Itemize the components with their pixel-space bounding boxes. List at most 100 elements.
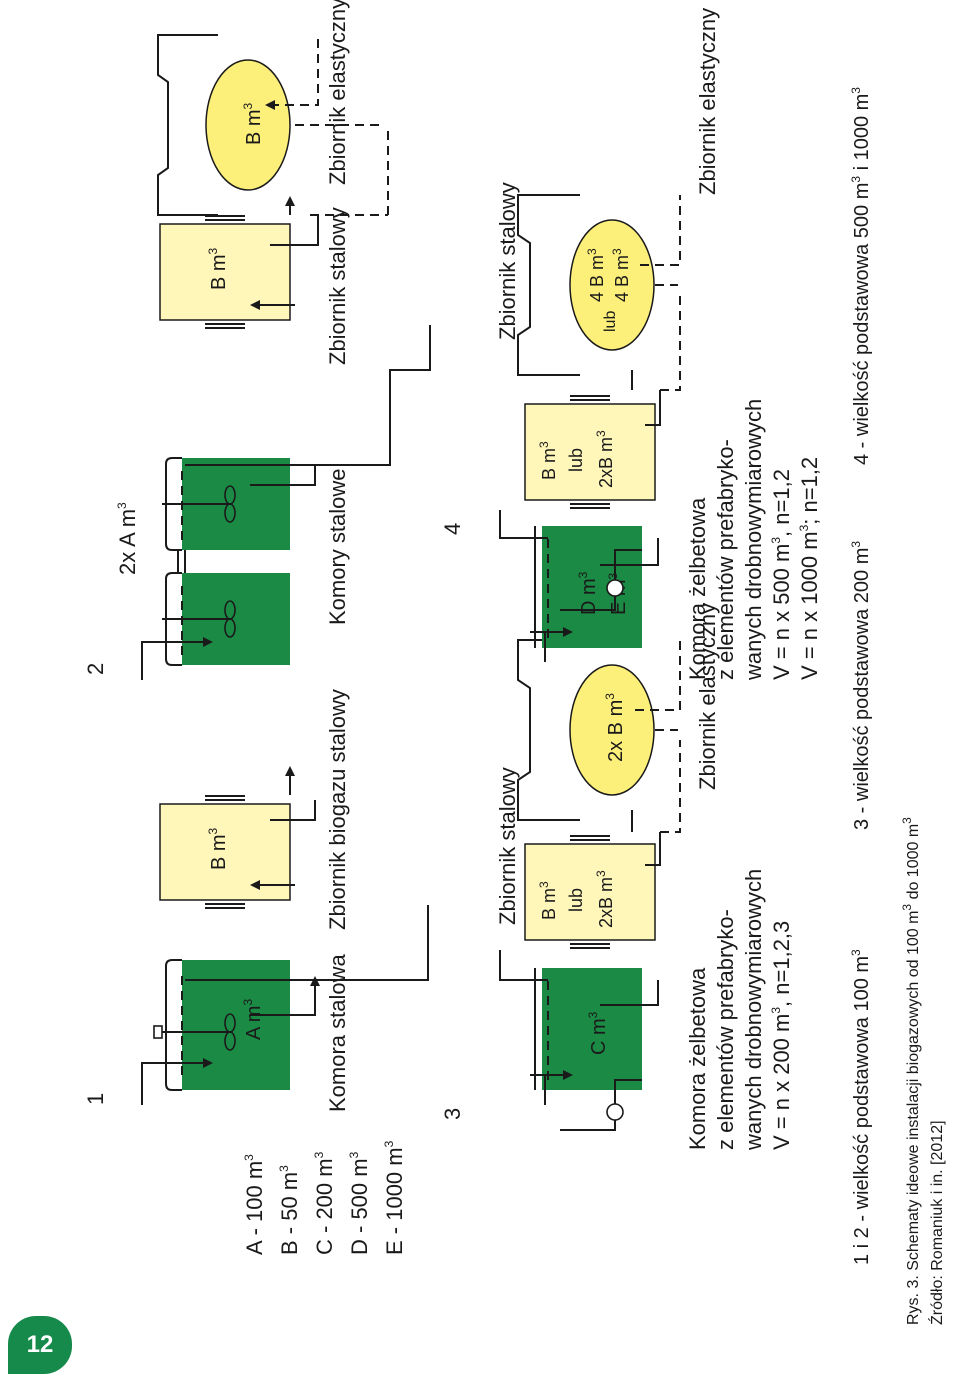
legend-d: D - 500 m3 <box>347 1151 372 1255</box>
flexible-bag <box>569 664 655 796</box>
biogas-line <box>185 325 431 466</box>
page-number-badge: 12 <box>8 1316 72 1374</box>
steel-gasholder: B m3 <box>159 196 319 329</box>
arrow-icon <box>563 1070 573 1080</box>
substrate-inlet <box>141 1062 210 1105</box>
flexible-bag <box>205 59 291 191</box>
digestate-outlet <box>250 980 316 1016</box>
digestate-outlet <box>600 538 659 566</box>
caption-steel-gasholder-top: Zbiornik stalowy <box>495 767 520 925</box>
gasholder-label-line2: lub <box>566 888 586 912</box>
size-note-3: 3 - wielkość podstawowa 200 m3 <box>849 541 873 830</box>
digester-label: C m3 <box>586 1011 610 1055</box>
stirrer-icon <box>224 1013 236 1051</box>
flexible-label-lub: lub <box>602 311 619 332</box>
gasholder-label: B m3 <box>206 827 230 870</box>
biogas-line <box>499 510 548 539</box>
steel-gasholder: B m3 <box>159 766 429 981</box>
figure-title: Rys. 3. Schematy ideowe instalacji bioga… <box>900 817 922 1325</box>
flexible-bag <box>569 219 655 351</box>
caption-line-1: Komora żelbetowa <box>685 497 710 680</box>
arrow-icon <box>250 300 260 310</box>
caption-steel-gasholder-top: Zbiornik stalowy <box>495 182 520 340</box>
scheme-2: 2 2x A m3 <box>83 0 431 680</box>
scheme-2-top-label: 2x A m3 <box>115 502 140 575</box>
arrow-icon <box>285 196 295 206</box>
gas-outlet <box>270 800 316 821</box>
recirculation-line <box>614 549 642 580</box>
flexible-label: B m3 <box>241 102 265 145</box>
legend-c: C - 200 m3 <box>312 1151 337 1255</box>
digestate-outlet <box>600 980 659 1006</box>
gasholder-label-line3: 2xB m3 <box>594 430 616 488</box>
caption-steel-gasholder: Zbiornik biogazu stalowy <box>325 689 350 930</box>
stirrer-icon <box>224 600 236 638</box>
figure-caption: Rys. 3. Schematy ideowe instalacji bioga… <box>900 817 946 1325</box>
pump-icon <box>606 579 624 597</box>
flexible-label-line2: 4 B m3 <box>610 248 632 302</box>
steel-gasholder: B m3 lub 2xB m3 <box>524 370 661 509</box>
caption-steel-chamber: Komora stalowa <box>325 953 350 1112</box>
caption-line-3: wanych drobnowymiarowych <box>741 869 766 1151</box>
digester-roof <box>165 959 182 1091</box>
digester-body <box>542 968 642 1090</box>
legend-a: A - 100 m3 <box>242 1154 267 1255</box>
scheme-2-number: 2 <box>83 663 108 675</box>
manhole <box>153 1025 163 1039</box>
caption-line-2: z elementów prefabryko- <box>713 909 738 1150</box>
scheme-1-number: 1 <box>83 1093 108 1105</box>
arrow-icon <box>203 637 213 647</box>
caption-line-4: V = n x 200 m3, n=1,2,3 <box>769 921 794 1150</box>
tank-enclosure <box>157 34 218 216</box>
scheme-3: 3 Zbiornik stalowy C m3 <box>440 603 794 1151</box>
caption-line-5: V = n x 1000 m3; n=1,2 <box>797 457 822 680</box>
caption-line-4: V = n x 500 m3, n=1,2 <box>769 469 794 680</box>
scheme-1: 1 A m3 <box>83 689 429 1112</box>
concrete-digester: D m3 E m3 <box>499 510 659 662</box>
flexible-tank: B m3 <box>157 34 389 216</box>
gasholder-label-line1: B m3 <box>537 881 559 920</box>
size-note-1-2: 1 i 2 - wielkość podstawowa 100 m3 <box>849 949 873 1265</box>
gasholder-label-line2: lub <box>566 448 586 472</box>
gasholder-body <box>159 803 291 901</box>
caption-line-3: wanych drobnowymiarowych <box>741 399 766 681</box>
tank-enclosure <box>517 194 580 376</box>
digester-label: A m3 <box>241 999 265 1040</box>
caption-flexible-tank: Zbiornik elastyczny <box>695 8 720 195</box>
digester-body <box>182 960 290 1090</box>
arrow-icon <box>285 766 295 776</box>
pump-icon <box>606 1103 624 1121</box>
steel-chamber-2 <box>162 325 431 551</box>
caption-line-1: Komora żelbetowa <box>685 967 710 1150</box>
arrow-icon <box>265 100 275 110</box>
figure-source: Źródło: Romaniuk i in. [2012] <box>927 1120 946 1325</box>
size-notes: 1 i 2 - wielkość podstawowa 100 m3 3 - w… <box>849 87 873 1265</box>
scheme-4-number: 4 <box>440 523 465 535</box>
caption-steel-gasholder: Zbiornik stalowy <box>325 207 350 365</box>
arrow-icon <box>563 627 573 637</box>
caption-line-2: z elementów prefabryko- <box>713 439 738 680</box>
legend: A - 100 m3 B - 50 m3 C - 200 m3 D - 500 … <box>242 1140 407 1255</box>
steel-chamber-1 <box>141 572 290 680</box>
scheme-4: 4 Zbiornik stalowy D m3 E m3 <box>440 8 822 681</box>
recirculation-line <box>614 1079 642 1104</box>
scheme-3-number: 3 <box>440 1108 465 1120</box>
flexible-label: 2x B m3 <box>603 693 627 762</box>
gasholder-label: B m3 <box>206 247 230 290</box>
flexible-tank: 4 B m3 lub 4 B m3 <box>517 194 681 391</box>
size-note-4: 4 - wielkość podstawowa 500 m3 i 1000 m3 <box>849 87 873 465</box>
concrete-digester: C m3 <box>499 950 659 1131</box>
digester-body <box>542 526 642 648</box>
caption-flexible-tank: Zbiornik elastyczny <box>325 0 350 185</box>
steel-gasholder: B m3 lub 2xB m3 <box>524 810 661 949</box>
legend-e: E - 1000 m3 <box>382 1140 407 1255</box>
chamber-body <box>182 458 290 550</box>
gasholder-label-line1: B m3 <box>537 441 559 480</box>
caption-steel-chambers: Komory stalowe <box>325 468 350 625</box>
arrow-icon <box>250 880 260 890</box>
steel-digester: A m3 <box>141 959 395 1105</box>
flexible-label-line1: 4 B m3 <box>585 248 607 302</box>
